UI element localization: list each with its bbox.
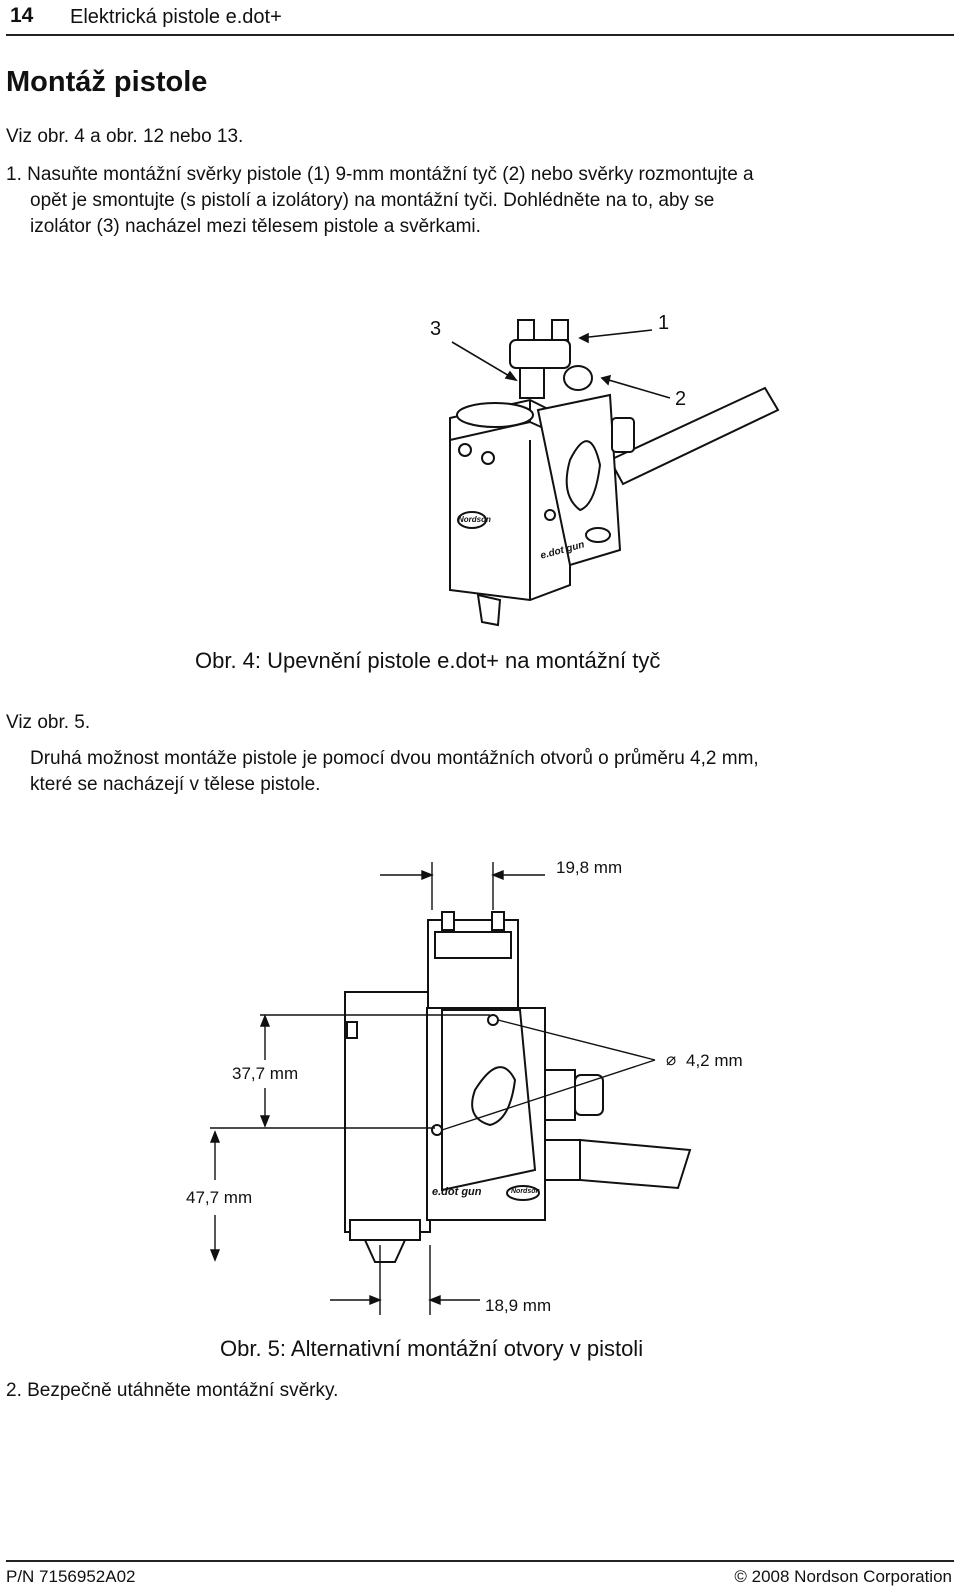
footer-rule (6, 1560, 954, 1562)
footer-copyright: © 2008 Nordson Corporation (734, 1567, 952, 1586)
running-header-title: Elektrická pistole e.dot+ (70, 6, 282, 28)
reference-text-1: Viz obr. 4 a obr. 12 nebo 13. (6, 126, 244, 147)
gun-mounted-on-rod-drawing (449, 319, 780, 627)
figure-5-illustration: 19,8 mm ⌀ 4,2 mm 37,7 mm 47,7 mm 18,9 mm… (180, 850, 780, 1320)
dimension-19-8: 19,8 mm (556, 858, 623, 877)
product-logo-text-fig5: e.dot gun (432, 1186, 482, 1198)
alternative-mount-line-1: Druhá možnost montáže pistole je pomocí … (30, 748, 759, 769)
page-number: 14 (10, 4, 34, 27)
diameter-symbol: ⌀ (666, 1050, 677, 1069)
figure-4-caption: Obr. 4: Upevnění pistole e.dot+ na montá… (195, 648, 661, 673)
dimension-hole-diameter: 4,2 mm (686, 1051, 743, 1070)
reference-text-2: Viz obr. 5. (6, 712, 91, 733)
step-1-line-1: 1. Nasuňte montážní svěrky pistole (1) 9… (6, 164, 754, 185)
brand-logo-text-fig5: Nordson (511, 1188, 540, 1195)
step-1-line-2: opět je smontujte (s pistolí a izolátory… (30, 190, 715, 211)
callout-3: 3 (430, 318, 442, 340)
figure-4-illustration: 3 1 2 e.dot gun Nordson (420, 300, 780, 640)
step-1-line-3: izolátor (3) nacházel mezi tělesem pisto… (30, 216, 481, 237)
section-title: Montáž pistole (6, 66, 208, 98)
footer-part-number: P/N 7156952A02 (6, 1567, 136, 1586)
figure-4-leader-lines (451, 329, 671, 399)
dimension-18-9: 18,9 mm (485, 1296, 552, 1315)
callout-2: 2 (675, 388, 687, 410)
callout-1: 1 (658, 312, 670, 334)
header-rule (6, 34, 954, 36)
alternative-mount-line-2: které se nacházejí v tělese pistole. (30, 774, 321, 795)
gun-mounting-holes-drawing (209, 862, 692, 1315)
brand-logo-text: Nordson (458, 515, 491, 524)
dimension-37-7: 37,7 mm (232, 1064, 299, 1083)
figure-5-caption: Obr. 5: Alternativní montážní otvory v p… (220, 1336, 644, 1361)
step-2-text: 2. Bezpečně utáhněte montážní svěrky. (6, 1380, 339, 1401)
dimension-47-7: 47,7 mm (186, 1188, 253, 1207)
